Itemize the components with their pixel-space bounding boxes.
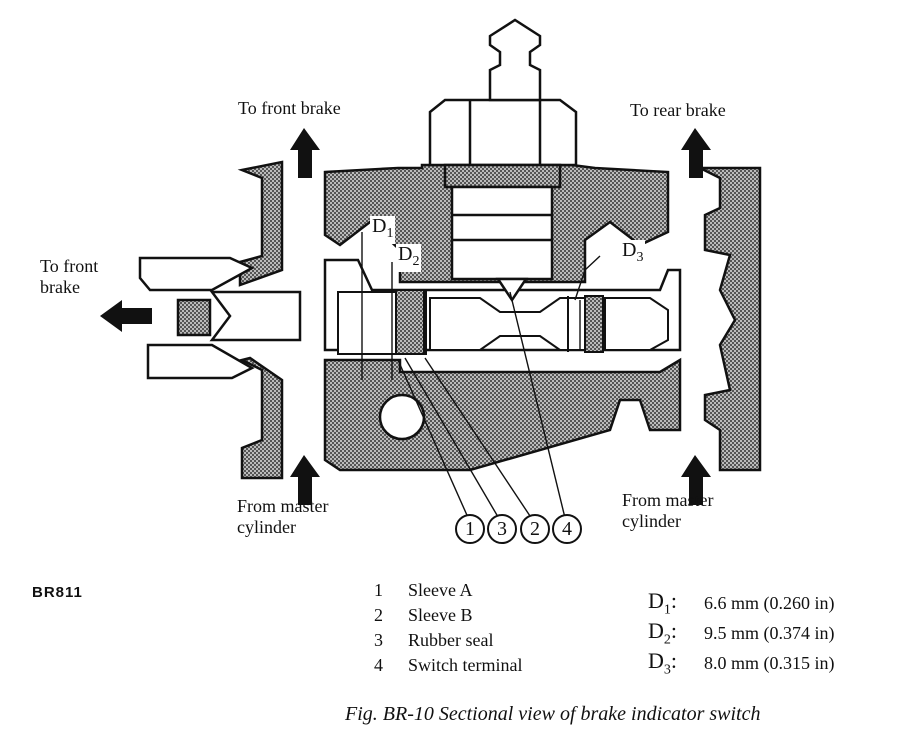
callout-3: 3	[487, 514, 517, 544]
arrow-left-icon	[100, 300, 152, 332]
dimension-marker-d3: D3	[620, 240, 646, 268]
callout-1: 1	[455, 514, 485, 544]
callout-2: 2	[520, 514, 550, 544]
dimension-row: D3:8.0 mm (0.315 in)	[648, 647, 835, 678]
dimension-row: D1:6.6 mm (0.260 in)	[648, 587, 835, 618]
flow-arrows	[100, 128, 711, 505]
port-label-from-master-left: From master cylinder	[237, 496, 329, 537]
port-label-front-brake-left: To front brake	[40, 256, 99, 297]
sleeve-assembly	[337, 289, 669, 355]
dimension-marker-d2: D2	[396, 244, 422, 272]
left-fitting	[138, 160, 302, 480]
figure-caption: Fig. BR-10 Sectional view of brake indic…	[345, 703, 761, 725]
callout-4: 4	[552, 514, 582, 544]
figure-id: BR811	[32, 584, 83, 601]
arrow-up-icon	[681, 128, 711, 178]
dimension-row: D2:9.5 mm (0.374 in)	[648, 617, 835, 648]
port-label-front-brake-top: To front brake	[238, 98, 341, 118]
dimension-table: D1:6.6 mm (0.260 in) D2:9.5 mm (0.374 in…	[648, 588, 835, 678]
switch-sectional-drawing	[100, 18, 762, 523]
dimension-marker-d1: D1	[370, 216, 396, 244]
switch-terminal	[428, 18, 578, 303]
arrow-up-icon	[290, 455, 320, 505]
port-label-from-master-right: From master cylinder	[622, 490, 714, 531]
arrow-up-icon	[290, 128, 320, 178]
arrow-up-icon	[681, 455, 711, 505]
leader-lines	[361, 232, 601, 523]
port-label-rear-brake: To rear brake	[630, 100, 726, 120]
